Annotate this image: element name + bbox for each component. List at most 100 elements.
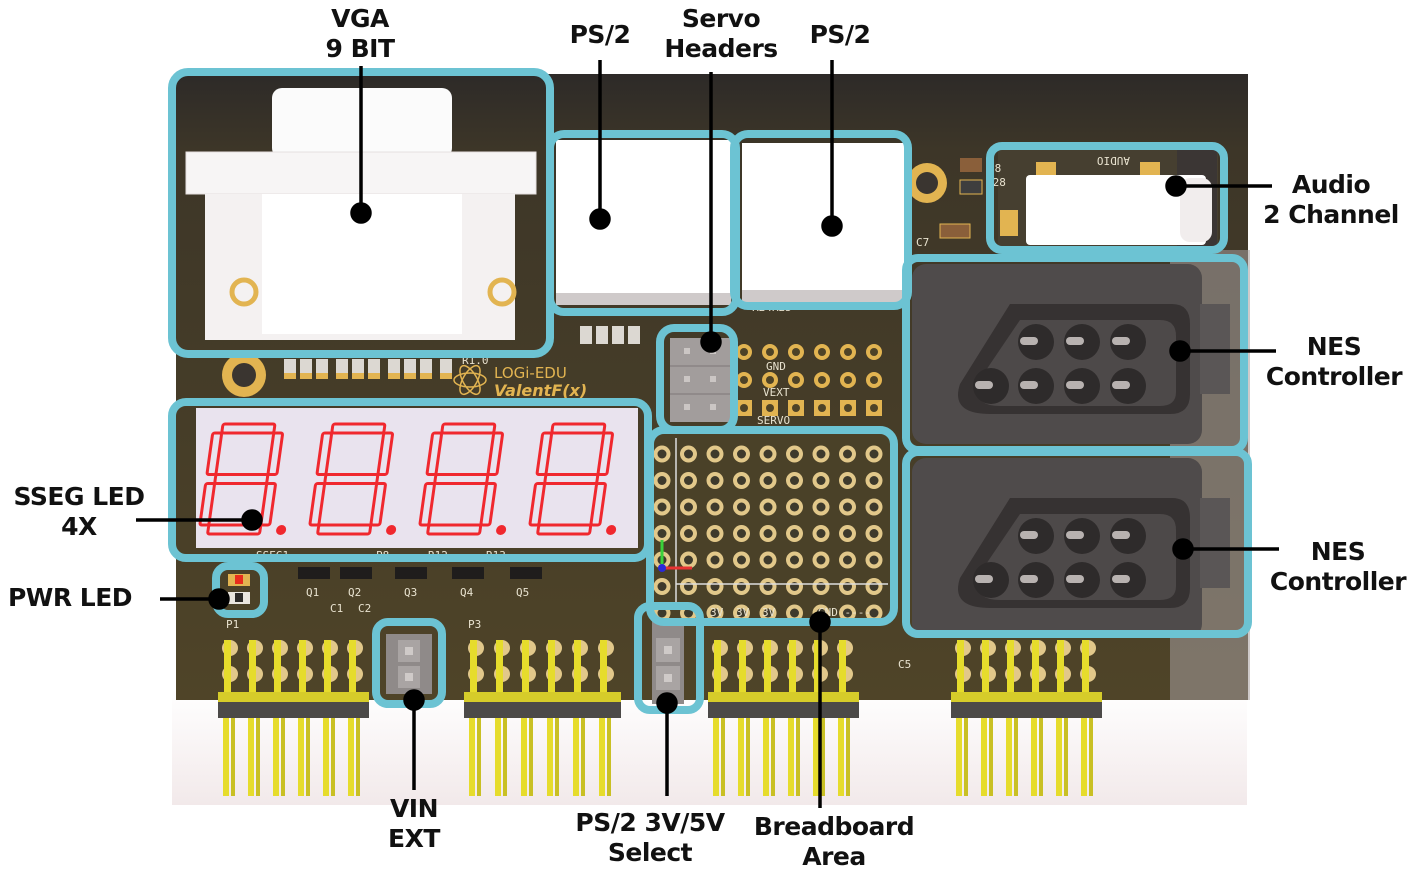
silk-q3: Q3 [404,586,417,599]
silk-3v-3: 3V [762,606,776,619]
header-plate [318,692,344,702]
header-plastic [490,702,517,718]
header-pin [1014,718,1018,796]
nes-connector-top [912,264,1230,444]
sseg-segment [220,422,277,435]
label-audio: Audio 2 Channel [1256,170,1406,230]
header-pin-top [814,640,821,700]
breadboard-hole-center [657,476,667,485]
breadboard-hole-center [869,476,879,485]
nes-tab [1200,304,1230,394]
header-pin-top [1007,640,1014,700]
sseg-segment [543,473,600,485]
label-nes-bottom-line2: Controller [1269,567,1407,596]
breadboard-grid [653,434,890,622]
breadboard-hole-center [869,449,879,459]
breadboard-hole-center [790,449,799,459]
header-pin-top [548,640,555,700]
mounting-hole [222,353,266,397]
silk-3v-1: 3V [710,606,724,619]
header-plastic [568,702,595,718]
sseg-segment [425,431,443,476]
header-plate [951,692,977,702]
highlight-nes-bottom [902,448,1252,638]
silk-gnd: GND [766,360,786,373]
transistor-row [298,567,542,579]
vin-jumper [386,634,432,694]
pad-hole [818,376,826,384]
label-ps2-left: PS/2 [550,20,650,50]
label-breadboard-line1: Breadboard [753,812,915,841]
pad-hole [870,404,878,412]
header-pin [356,718,360,796]
nes-pin [1112,381,1130,389]
pin-headers [218,640,1102,796]
resistor-pad [352,373,364,379]
silk-q2: Q2 [348,586,361,599]
sseg-segment [330,422,387,435]
header-plate [733,692,759,702]
header-pin-top [496,640,503,700]
pad-hole [844,348,852,356]
label-nes-top-line2: Controller [1265,362,1403,391]
sseg-digits [198,422,617,536]
header-plate [568,692,595,702]
header-pin [495,718,501,796]
breadboard-hole-center [737,529,746,538]
breadboard-hole-center [790,502,799,512]
nes-pin [1112,337,1130,345]
label-ps2-right-line1: PS/2 [809,20,871,49]
pad-hole [766,376,774,384]
silk-q4: Q4 [460,586,474,599]
header-pin [746,718,750,796]
pad-hole [844,376,852,384]
header-pin-top [764,640,771,700]
silk-c5: C5 [898,658,911,671]
highlight-breadboard [646,426,898,626]
audio-section: AUDIO C8 R28 C7 [916,148,1218,249]
nes-pin [1066,575,1084,583]
sseg-segment [536,523,593,536]
breadboard-hole-center [843,608,852,618]
resistor-array [284,326,640,379]
label-sseg: SSEG LED 4X [4,482,154,542]
resistor-pad [336,373,348,379]
header-pin [981,718,987,796]
sseg-segment [198,482,216,527]
header-pin [323,718,329,796]
header-pin-top [249,640,256,700]
pad-hole [766,348,774,356]
header-plastic [268,702,294,718]
breadboard-hole-center [737,502,746,512]
header-pin-top [600,640,607,700]
breadboard-hole-center [763,555,773,565]
axis-gizmo [658,540,692,572]
header-pin [738,718,744,796]
sseg-segment [596,431,614,476]
breadboard-hole-center [710,529,720,538]
header-pin-top [299,640,306,700]
label-nes-bottom: NES Controller [1262,537,1414,597]
label-breadboard: Breadboard Area [744,812,924,872]
label-nes-bottom-line1: NES [1310,537,1366,566]
pad-hole [740,348,748,356]
brand-line1: LOGi-EDU [494,364,567,382]
breadboard-hole-center [763,608,773,618]
nes-pin [1020,381,1038,389]
pad-hole [844,404,852,412]
header-plastic [464,702,491,718]
label-vin-line2: EXT [388,824,440,853]
highlight-ps2-right [730,130,912,310]
header-pin [599,718,605,796]
header-plastic [976,702,1002,718]
header-pin [1039,718,1043,796]
header-plastic [243,702,269,718]
header-plate [833,692,859,702]
breadboard-hole-center [843,555,852,565]
breadboard-hole-center [816,529,826,538]
header-pin [1089,718,1093,796]
header-plastic [1051,702,1077,718]
nes-pin [1020,337,1038,345]
breadboard-hole-center [710,476,720,485]
header-pin [796,718,800,796]
